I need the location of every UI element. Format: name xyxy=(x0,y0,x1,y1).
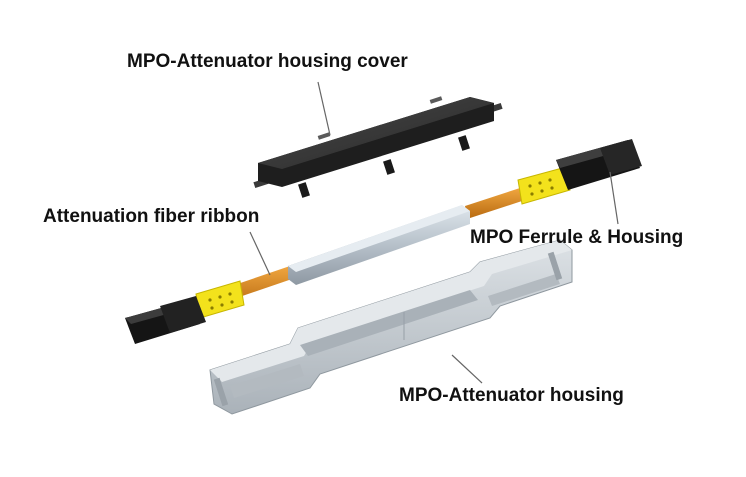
leader-cover xyxy=(317,81,331,136)
leader-lines xyxy=(249,81,619,384)
ribbon-label: Attenuation fiber ribbon xyxy=(43,206,260,227)
leader-ribbon xyxy=(249,231,271,276)
housing-label: MPO-Attenuator housing xyxy=(399,385,624,406)
housing-cover xyxy=(253,96,503,198)
leader-ferrule xyxy=(609,171,619,225)
right-connector xyxy=(556,139,642,190)
left-connector xyxy=(125,296,206,344)
left-boot xyxy=(195,280,245,319)
fiber-ribbon-assembly xyxy=(125,139,642,344)
leader-housing xyxy=(451,354,483,384)
right-boot xyxy=(517,166,571,205)
ferrule-housing-label: MPO Ferrule & Housing xyxy=(470,227,684,248)
attenuator-housing xyxy=(209,239,573,415)
cover-label: MPO-Attenuator housing cover xyxy=(127,51,408,72)
